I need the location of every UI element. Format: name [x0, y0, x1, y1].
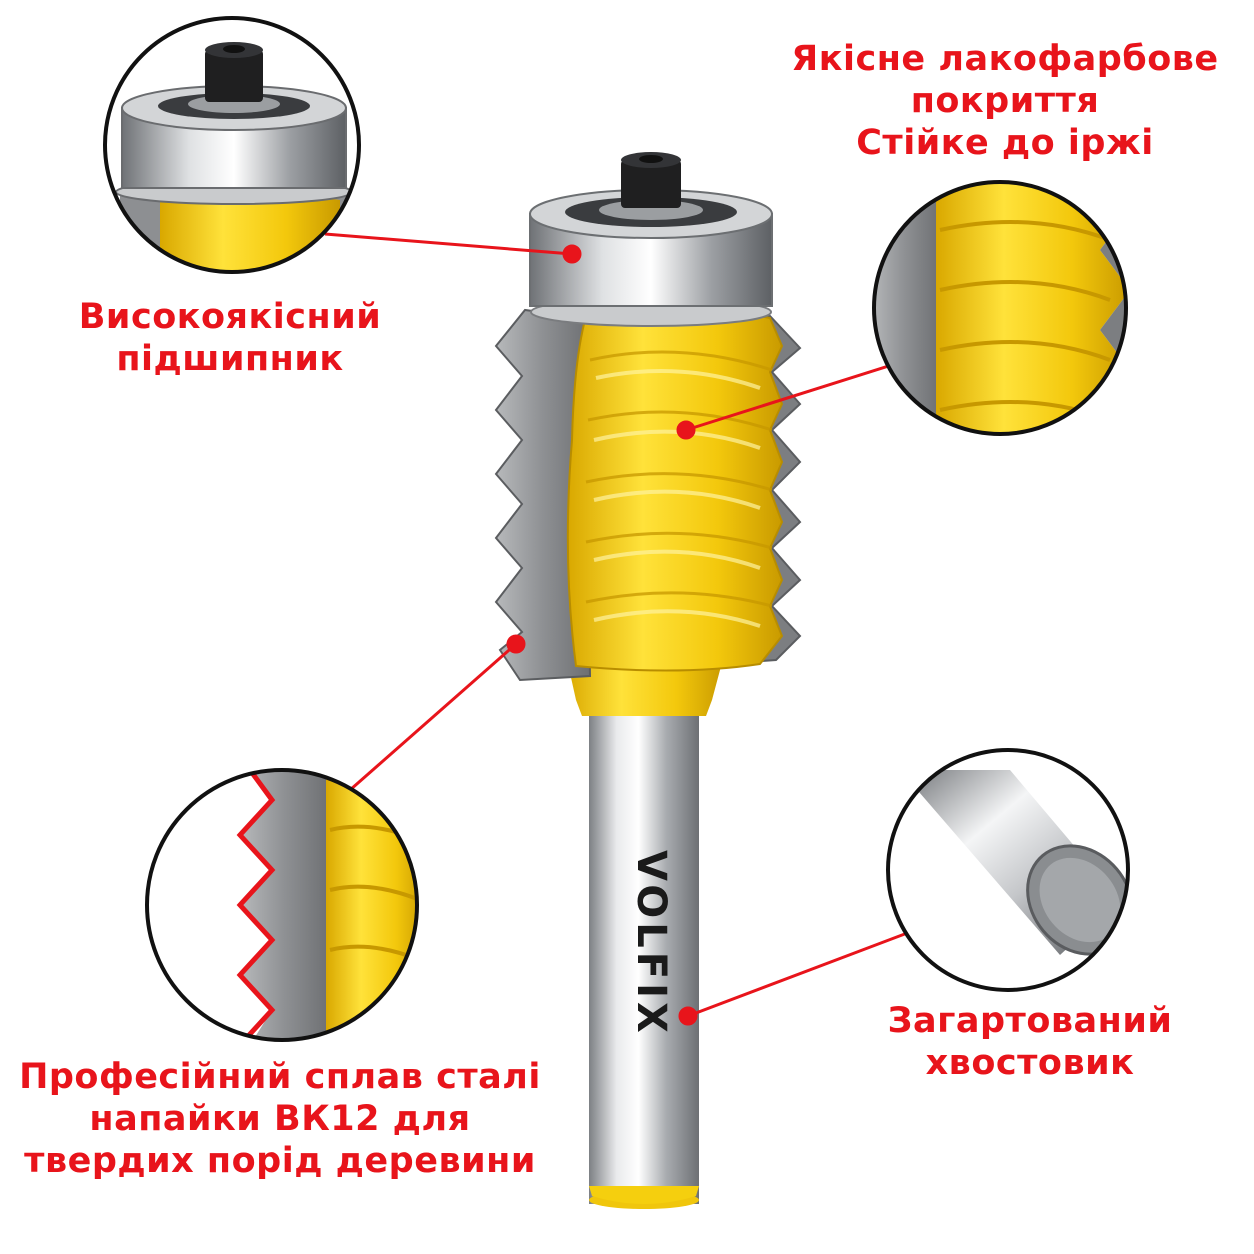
cutter-body: [566, 305, 784, 672]
shank: [589, 712, 699, 1204]
caption-coating-line-3: Стійке до іржі: [856, 123, 1154, 163]
caption-bearing-line-2: підшипник: [116, 339, 344, 379]
caption-bearing: Високоякісний підшипник: [40, 296, 420, 380]
caption-alloy-line-3: твердих порід деревини: [24, 1141, 536, 1181]
carbide-teeth-left: [494, 308, 592, 682]
caption-coating-line-2: покриття: [910, 81, 1100, 121]
bearing: [529, 189, 773, 327]
brand-text: VOLFIX: [628, 850, 674, 1037]
caption-coating: Якісне лакофарбове покриття Стійке до ір…: [760, 38, 1250, 164]
caption-coating-line-1: Якісне лакофарбове: [791, 39, 1219, 79]
bolt: [621, 152, 681, 208]
detail-circle-alloy: [145, 768, 419, 1042]
caption-alloy-line-2: напайки ВК12 для: [89, 1099, 471, 1139]
router-bit: VOLFIX: [494, 152, 802, 1209]
detail-circle-coating: [872, 180, 1128, 436]
caption-alloy-line-1: Професійний сплав сталі: [19, 1057, 541, 1097]
leader-lines: [324, 232, 911, 1026]
caption-shank: Загартований хвостовик: [850, 1000, 1210, 1084]
detail-circle-shank: [886, 748, 1130, 992]
caption-bearing-line-1: Високоякісний: [78, 297, 382, 337]
caption-shank-line-1: Загартований: [887, 1001, 1173, 1041]
detail-circle-bearing: [103, 16, 361, 274]
caption-alloy: Професійний сплав сталі напайки ВК12 для…: [0, 1056, 560, 1182]
caption-shank-line-2: хвостовик: [925, 1043, 1135, 1083]
